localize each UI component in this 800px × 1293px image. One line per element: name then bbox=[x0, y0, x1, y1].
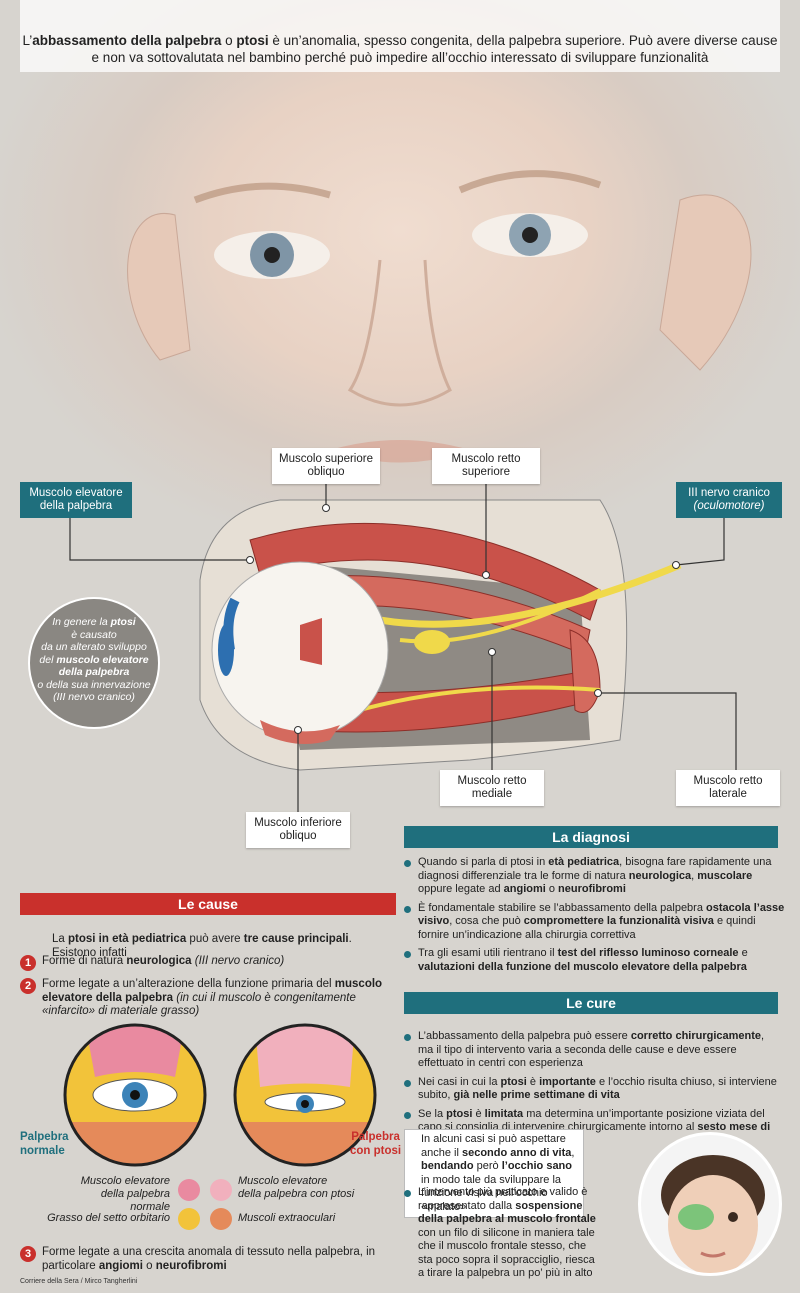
cause-intro: La ptosi in età pediatrica può avere tre… bbox=[52, 933, 352, 959]
eye-anatomy-illustration bbox=[69, 480, 737, 812]
cure-highlight-box: In alcuni casi si può aspettare anche il… bbox=[404, 1129, 584, 1218]
cure-last-item: L’intervento più praticato e valido è ra… bbox=[404, 1186, 600, 1286]
cure-list: L’abbassamento della palpebra può essere… bbox=[404, 1030, 778, 1153]
number-badge: 2 bbox=[20, 978, 36, 994]
diagnosi-list: Quando si parla di ptosi in età pediatri… bbox=[404, 856, 786, 979]
credit: Corriere della Sera / Mirco Tangherlini bbox=[20, 1278, 138, 1285]
number-badge: 3 bbox=[20, 1246, 36, 1262]
diagnosi-item: Tra gli esami utili rientrano il test de… bbox=[404, 947, 786, 974]
label-nervo-cranico: III nervo cranico(oculomotore) bbox=[676, 482, 782, 518]
legend-swatch-extraoculari bbox=[210, 1208, 232, 1230]
intro-text: L’abbassamento della palpebra o ptosi è … bbox=[20, 0, 780, 72]
legend-label-grasso: Grasso del setto orbitario bbox=[47, 1212, 170, 1224]
eyelid-comparison-illustration bbox=[63, 1023, 377, 1167]
cure-item: Nei casi in cui la ptosi è importante e … bbox=[404, 1076, 778, 1103]
cure-item: L’abbassamento della palpebra può essere… bbox=[404, 1030, 778, 1071]
ptosi-cause-note: In genere la ptosi è causato da un alter… bbox=[28, 597, 160, 729]
cause-header: Le cause bbox=[20, 893, 396, 915]
cure-header: Le cure bbox=[404, 992, 778, 1014]
diagnosi-item: È fondamentale stabilire se l’abbassamen… bbox=[404, 902, 786, 943]
diagnosi-item: Quando si parla di ptosi in età pediatri… bbox=[404, 856, 786, 897]
diagnosi-header: La diagnosi bbox=[404, 826, 778, 848]
number-badge: 1 bbox=[20, 955, 36, 971]
legend-swatch-elevatore-normale bbox=[178, 1179, 200, 1201]
legend-swatch-elevatore-ptosi bbox=[210, 1179, 232, 1201]
legend-swatch-grasso bbox=[178, 1208, 200, 1230]
legend-label-extraoculari: Muscoli extraoculari bbox=[238, 1212, 336, 1224]
child-with-eye-patch-photo bbox=[638, 1132, 782, 1276]
